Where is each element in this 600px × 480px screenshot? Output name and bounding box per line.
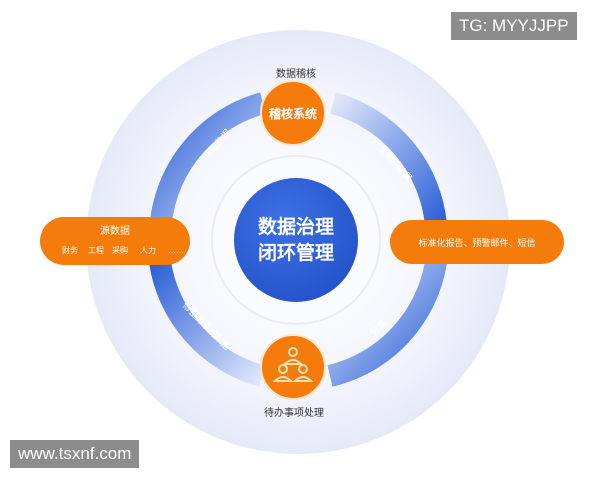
left-box-item: 工程 xyxy=(88,246,104,255)
center-line1: 数据治理 xyxy=(258,215,334,238)
left-box xyxy=(40,217,190,265)
watermark-top: TG: MYYJJPP xyxy=(451,12,577,40)
bottom-node-caption: 待办事项处理 xyxy=(264,406,324,419)
left-box-title: 源数据 xyxy=(100,224,130,237)
arc-bottom-left xyxy=(149,260,266,387)
bottom-node-circle xyxy=(260,334,326,400)
top-node-caption: 数据稽核 xyxy=(276,67,316,80)
watermark-bottom: www.tsxnf.com xyxy=(10,440,140,468)
center-line2: 闭环管理 xyxy=(258,241,334,264)
left-box-item: 财务 xyxy=(62,245,78,255)
left-box-item: 采购 xyxy=(112,245,128,255)
people-hierarchy-icon xyxy=(272,347,314,382)
center-circle xyxy=(234,178,358,302)
right-box xyxy=(390,220,564,264)
right-box-label: 标准化报告、预警邮件、短信 xyxy=(418,237,535,249)
left-box-item: …… xyxy=(168,246,184,255)
arc-top-right xyxy=(329,92,447,227)
top-node-circle xyxy=(260,80,326,146)
arc-top-left xyxy=(149,92,267,236)
top-node-label: 稽核系统 xyxy=(269,106,317,121)
arc-bottom-right xyxy=(327,260,447,387)
left-box-item: 人力 xyxy=(140,245,156,255)
